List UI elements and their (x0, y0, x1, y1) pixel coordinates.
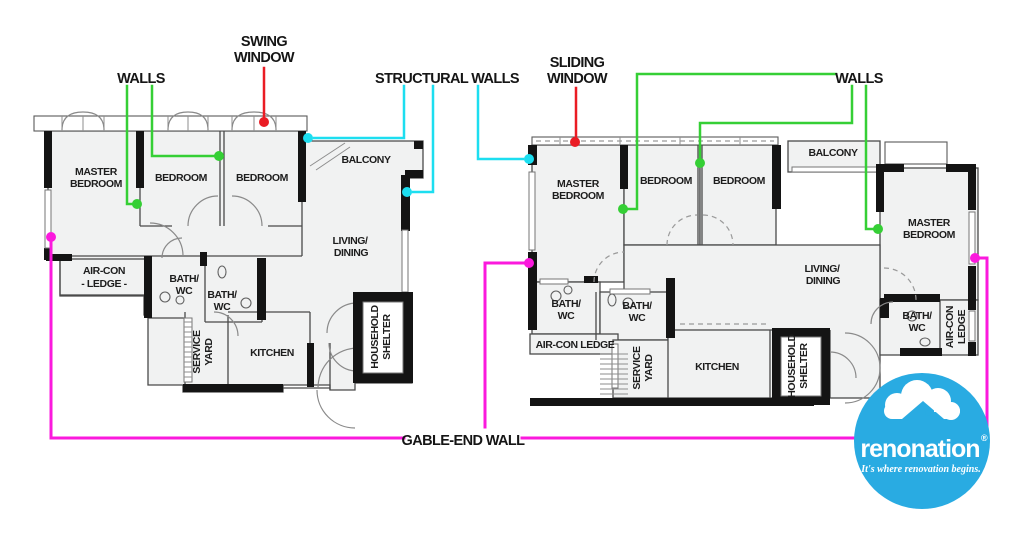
room-label-household-shelter: SHELTER (798, 342, 810, 388)
right-plan-room-labels: MASTER BEDROOM BEDROOM BEDROOM BALCONY M… (536, 147, 968, 398)
swing-window-label: SWING (241, 34, 287, 50)
sliding-window-label: SLIDING (550, 55, 605, 71)
annotation-layer: WALLS SWING WINDOW STRUCTURAL WALLS SLID… (46, 34, 989, 449)
room-label-aircon-ledge-2: AIR-CON (944, 306, 956, 348)
renonation-logo: renonation ® It's where renovation begin… (854, 373, 990, 509)
walls-marker-dot (695, 158, 705, 168)
room-label-service-yard: YARD (203, 338, 215, 366)
room-label-service-yard: SERVICE (191, 330, 203, 374)
mb2-window (968, 211, 976, 265)
gable-end-marker-dot (524, 258, 534, 268)
room-label-aircon-ledge: AIR-CON LEDGE (536, 339, 615, 351)
room-label-bath-wc-2: BATH/ (622, 300, 652, 312)
living-window (401, 229, 409, 293)
right-service-yard-window (611, 343, 619, 389)
structural-walls-label: STRUCTURAL WALLS (375, 71, 520, 87)
logo-tagline: It's where renovation begins. (860, 464, 980, 475)
room-label-bath-wc-2: WC (629, 312, 647, 324)
walls-marker-dot (132, 199, 142, 209)
room-label-aircon-ledge: AIR-CON (83, 265, 125, 277)
room-label-household-shelter: HOUSEHOLD (369, 304, 381, 368)
structural-walls-marker-dot (303, 133, 313, 143)
room-label-bath-wc-1: BATH/ (551, 298, 581, 310)
room-label-household-shelter: SHELTER (381, 313, 393, 359)
room-label-bedroom-1: BEDROOM (640, 175, 693, 187)
cloud-house-icon (884, 380, 960, 420)
room-label-living-dining: LIVING/ (332, 235, 368, 247)
left-top-window-band (33, 115, 308, 132)
walls-marker-dot (873, 224, 883, 234)
logo-registered-mark: ® (981, 433, 988, 443)
room-label-service-yard: SERVICE (631, 346, 643, 390)
sliding-window-label: WINDOW (547, 71, 608, 87)
right-plan-structural-walls (528, 145, 976, 406)
swing-window-marker-dot (259, 117, 269, 127)
room-label-household-shelter: HOUSEHOLD (786, 333, 798, 397)
master-bedroom-window (44, 189, 52, 249)
room-label-living-dining: DINING (806, 275, 841, 287)
room-label-bedroom-2: BEDROOM (236, 172, 289, 184)
room-label-master-bedroom: MASTER (75, 166, 118, 178)
room-label-bath-wc-2: BATH/ (207, 289, 237, 301)
sliding-window-marker-dot (570, 137, 580, 147)
left-plan-room-labels: MASTER BEDROOM BEDROOM BEDROOM BALCONY L… (70, 154, 393, 374)
room-label-master-bedroom-2: MASTER (908, 217, 951, 229)
swing-window-arcs (61, 111, 277, 131)
gable-end-wall-label: GABLE-END WALL (402, 433, 526, 449)
room-label-bath-wc-1: WC (176, 285, 194, 297)
room-label-service-yard: YARD (643, 354, 655, 382)
gable-end-marker-dot (970, 253, 980, 263)
structural-walls-marker-dot (402, 187, 412, 197)
room-label-kitchen: KITCHEN (250, 347, 294, 359)
left-plan-structural-walls (44, 131, 410, 392)
gable-end-marker-dot (46, 232, 56, 242)
logo-wordmark: renonation (860, 435, 979, 463)
room-label-master-bedroom: BEDROOM (552, 190, 605, 202)
service-yard-window (183, 317, 193, 383)
room-label-bath-wc-1: WC (558, 310, 576, 322)
room-label-living-dining: DINING (334, 247, 369, 259)
room-label-bath-wc-3: BATH/ (902, 310, 932, 322)
room-label-living-dining: LIVING/ (804, 263, 840, 275)
room-label-bath-wc-3: WC (909, 322, 927, 334)
room-label-aircon-ledge-2: LEDGE (956, 310, 968, 345)
floor-plan-right: MASTER BEDROOM BEDROOM BEDROOM BALCONY M… (528, 136, 979, 406)
walls-right-label: WALLS (835, 71, 884, 87)
swing-window-label: WINDOW (234, 50, 295, 66)
room-label-balcony: BALCONY (341, 154, 391, 166)
walls-marker-dot (618, 204, 628, 214)
room-label-bedroom-1: BEDROOM (155, 172, 208, 184)
mb-window (528, 171, 536, 251)
room-label-master-bedroom-2: BEDROOM (903, 229, 956, 241)
room-label-kitchen: KITCHEN (695, 361, 739, 373)
room-label-bedroom-2: BEDROOM (713, 175, 766, 187)
walls-left-label: WALLS (117, 71, 166, 87)
walls-marker-dot (214, 151, 224, 161)
room-label-master-bedroom: MASTER (557, 178, 600, 190)
room-label-bath-wc-1: BATH/ (169, 273, 199, 285)
room-label-master-bedroom: BEDROOM (70, 178, 123, 190)
room-label-bath-wc-2: WC (214, 301, 232, 313)
room-label-balcony: BALCONY (808, 147, 858, 159)
mb2-window-bay (884, 141, 948, 165)
structural-walls-marker-dot (524, 154, 534, 164)
floor-plan-left: MASTER BEDROOM BEDROOM BEDROOM BALCONY L… (33, 111, 424, 429)
room-label-aircon-ledge: - LEDGE - (81, 278, 127, 290)
